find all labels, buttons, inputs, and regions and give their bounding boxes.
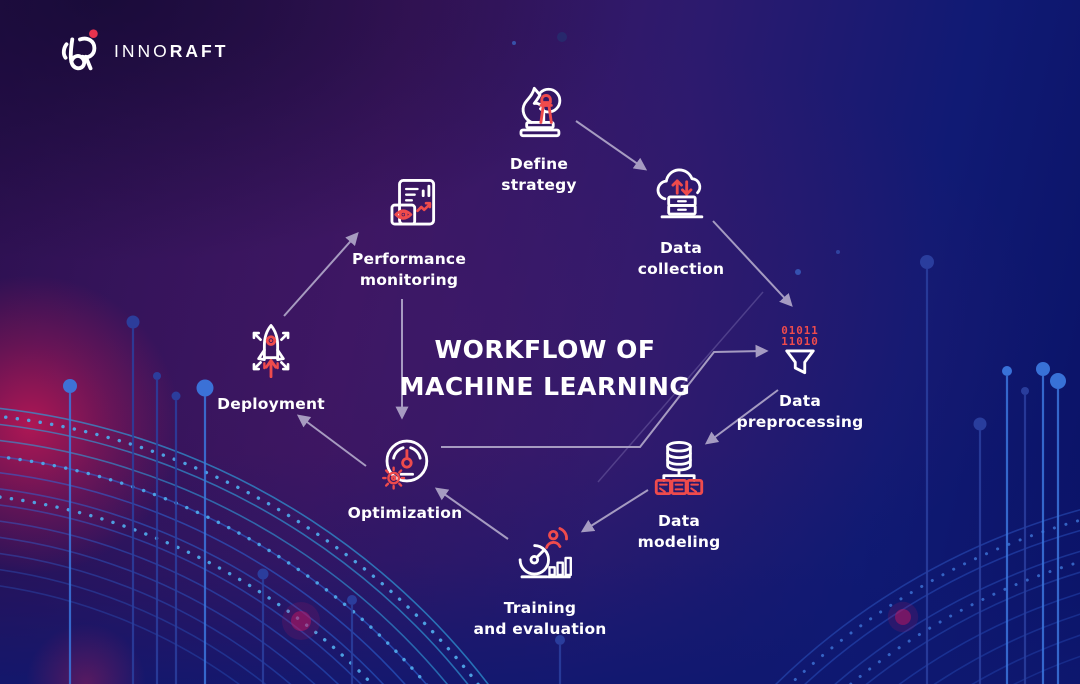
binary-row: 11010 [781,335,818,348]
workflow-step-deployment: Deployment [186,316,356,415]
brand-name: INNORAFT [114,41,228,62]
workflow-step-data-collection: Data collection [596,160,766,280]
chess-strategy-icon [519,86,562,138]
step-label: Data collection [637,239,725,278]
rocket-icon [252,324,290,379]
database-nodes-icon [654,441,704,496]
innoraft-monogram-icon [61,29,98,71]
binary-row: 01011 [781,324,818,337]
workflow-step-data-preprocessing: 01011 11010 Data preprocessing [715,313,885,433]
workflow-step-data-modeling: Data modeling [594,433,764,553]
brand-name-light: INNO [114,40,170,61]
workflow-step-define-strategy: Define strategy [454,76,624,196]
cloud-server-icon [656,168,704,219]
step-label: Data modeling [637,512,721,551]
step-label: Training and evaluation [473,599,607,638]
gauge-gear-icon [382,439,429,490]
step-label: Define strategy [501,155,577,194]
logo: INNORAFT [54,26,228,76]
step-label: Optimization [347,504,463,522]
step-label: Performance monitoring [351,250,467,289]
step-label: Deployment [217,395,325,413]
title-line-2: MACHINE LEARNING [399,372,691,401]
title-line-1: WORKFLOW OF [434,335,656,364]
gauge-chart-person-icon [518,527,572,579]
report-eye-icon [390,179,436,226]
page-title: WORKFLOW OF MACHINE LEARNING [375,331,715,405]
binary-funnel-icon: 01011 11010 [781,324,818,375]
step-label: Data preprocessing [736,392,864,431]
workflow-step-performance-monitoring: Performance monitoring [324,171,494,291]
workflow-step-training-evaluation: Training and evaluation [455,520,625,640]
workflow-step-optimization: Optimization [320,425,490,524]
logo-red-dot [89,29,98,39]
brand-name-bold: RAFT [169,40,229,61]
